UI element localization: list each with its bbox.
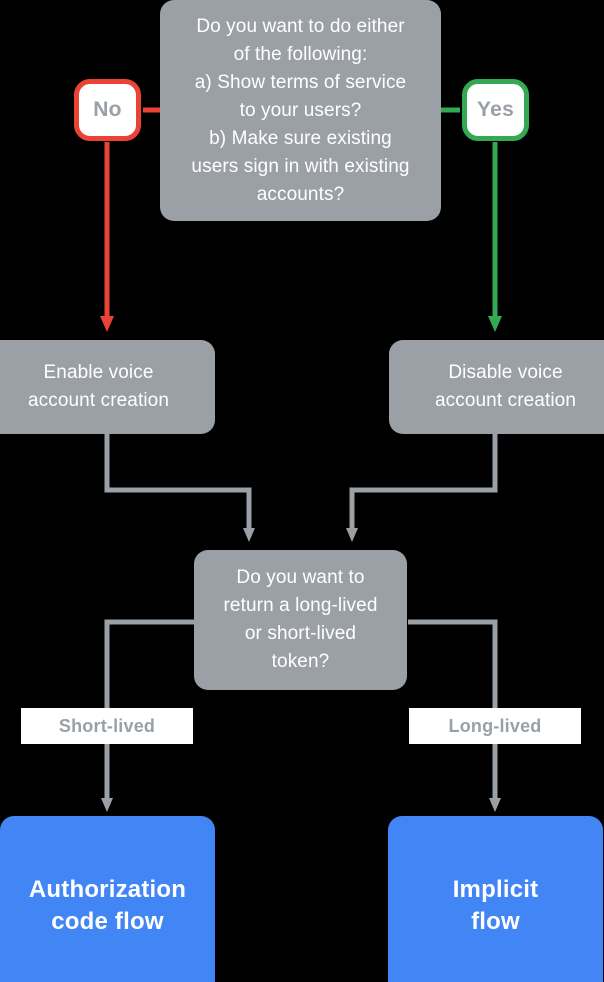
terminal-node-authorization-code-flow[interactable]: Authorization code flow	[0, 816, 215, 982]
process-node-disable-voice-account-creation[interactable]: Disable voice account creation	[389, 340, 604, 434]
decision-node-token-lifetime[interactable]: Do you want to return a long-lived or sh…	[194, 550, 407, 690]
edge-enable-to-token-decision	[104, 434, 255, 542]
terminal-node-implicit-flow[interactable]: Implicit flow	[388, 816, 603, 982]
edge-disable-to-token-decision	[346, 434, 498, 542]
edge-label-short-lived[interactable]: Short-lived	[21, 708, 193, 744]
edge-label-long-lived[interactable]: Long-lived	[409, 708, 581, 744]
branch-badge-yes[interactable]: Yes	[462, 79, 529, 141]
branch-badge-no[interactable]: No	[74, 79, 141, 141]
process-node-enable-voice-account-creation[interactable]: Enable voice account creation	[0, 340, 215, 434]
decision-node-terms-and-existing-users[interactable]: Do you want to do either of the followin…	[160, 0, 441, 221]
